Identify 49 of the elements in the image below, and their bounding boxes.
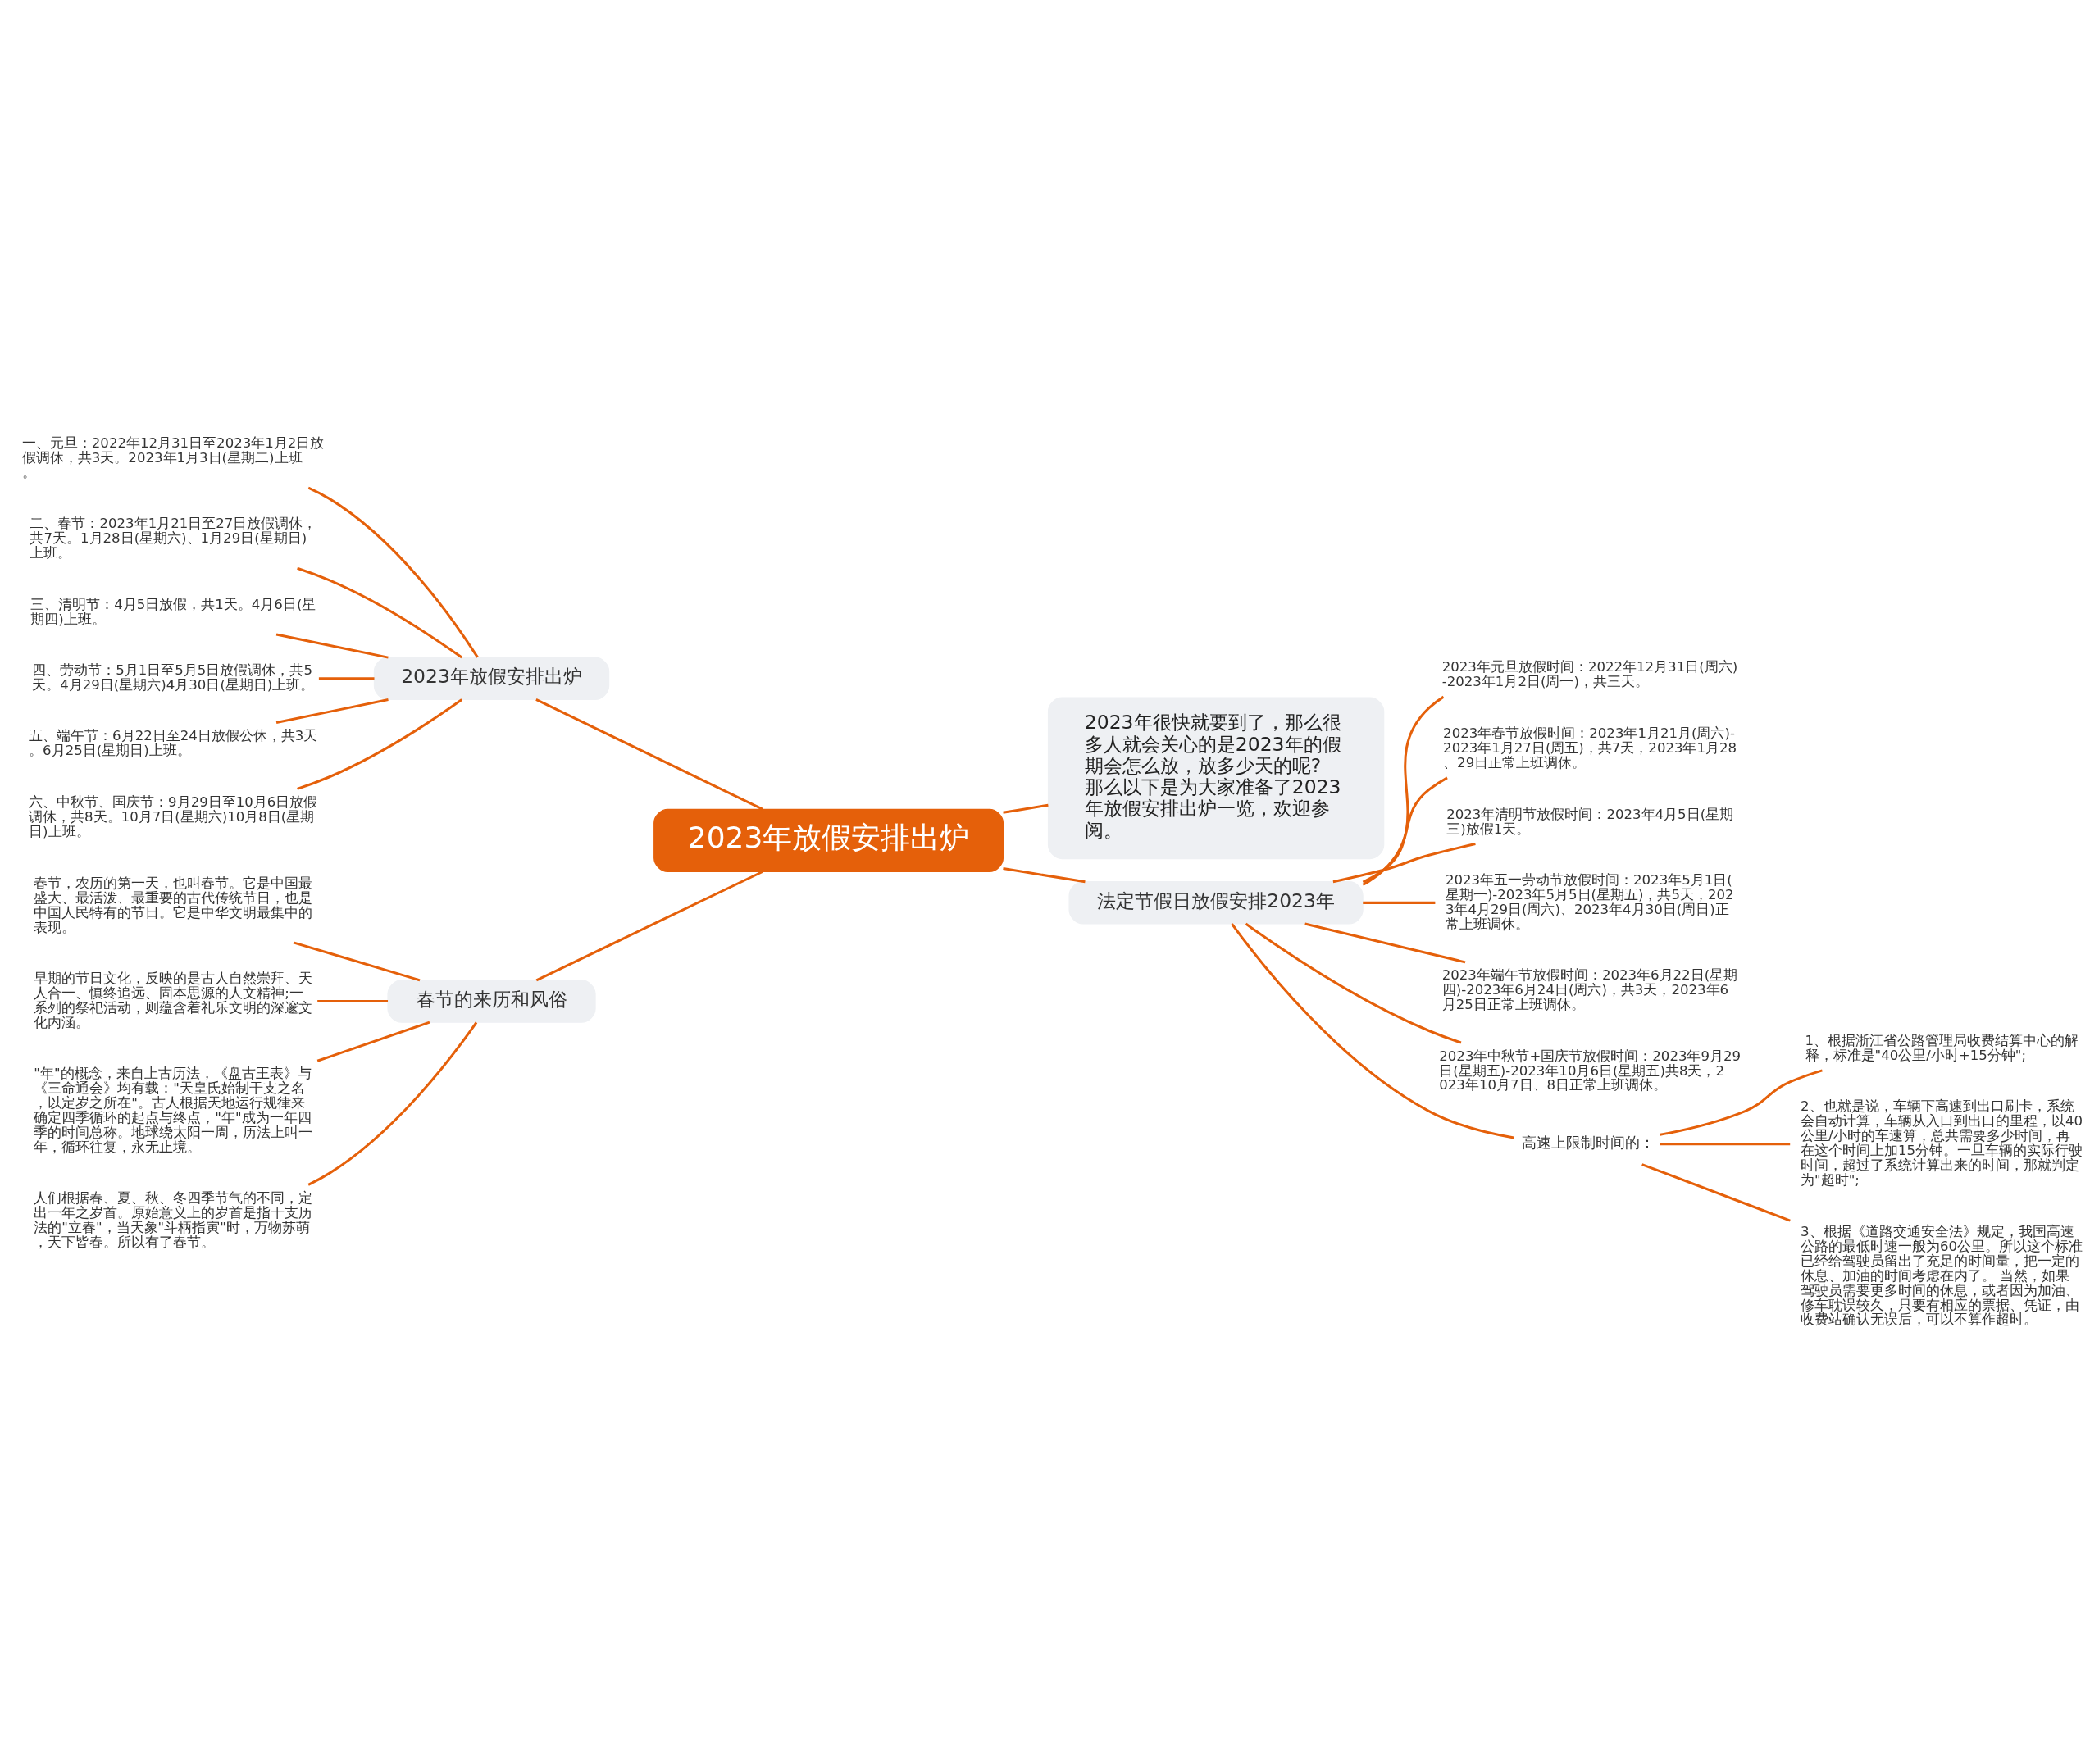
connector: [1003, 866, 1086, 883]
connector: [318, 676, 375, 680]
node-text: 2023年春节放假时间：2023年1月21月(周六)-2023年1月27日(周五)，共7天，2023年1月28、29日正常上班调休。: [1443, 725, 1737, 771]
connector: [1363, 901, 1436, 904]
node-box: 2023年很快就要到了，那么很多人就会关心的是2023年的假期会怎么放，放多少天的呢?那么以下是为大家准备了2023年放假安排出炉一览，欢迎参阅。: [1047, 697, 1385, 859]
node-text: 二、春节：2023年1月21日至27日放假调休，共7天。1月28日(星期六)、1月29日(星期日)上班。: [30, 515, 317, 561]
node-text: 早期的节日文化，反映的是古人自然崇拜、天人合一、慎终追远、固本思源的人文精神;一系列的祭祀活动，则蕴含着礼乐文明的深邃文化内涵。: [34, 970, 313, 1030]
connector: [307, 1021, 478, 1186]
connector: [1231, 922, 1514, 1139]
connector: [1304, 922, 1466, 963]
node-text: 人们根据春、夏、秋、冬四季节气的不同，定出一年之岁首。原始意义上的岁首是指干支历法的"立春"，当天象"斗柄指寅"时，万物苏萌，天下皆春。所以有了春节。: [34, 1189, 313, 1250]
connector: [316, 1021, 430, 1062]
node-text: 一、元旦：2022年12月31日至2023年1月2日放假调休，共3天。2023年1月3日(星期二)上班。: [21, 434, 325, 480]
connector: [297, 566, 463, 658]
node-box: 春节的来历和风俗: [387, 979, 596, 1023]
node-text: 1、根据浙江省公路管理局收费结算中心的解释，标准是"40公里/小时+15分钟";: [1805, 1032, 2079, 1063]
connector: [1362, 776, 1448, 884]
node-box: 2023年放假安排出炉: [373, 657, 610, 700]
connector: [297, 698, 463, 790]
node-text: 高速上限制时间的：: [1522, 1133, 1655, 1151]
node-text: 2023年端午节放假时间：2023年6月22日(星期四)-2023年6月24日(周六)，共3天，2023年6月25日正常上班调休。: [1441, 966, 1738, 1012]
node-text: 六、中秋节、国庆节：9月29日至10月6日放假调休，共8天。10月7日(星期六)10月8日(星期日)上班。: [29, 793, 318, 839]
connector: [293, 940, 421, 981]
node-text: 2023年清明节放假时间：2023年4月5日(星期三)放假1天。: [1446, 806, 1734, 837]
node-text: 五、端午节：6月22日至24日放假公休，共3天。6月25日(星期日)上班。: [29, 727, 318, 758]
node-text: 春节，农历的第一天，也叫春节。它是中国最盛大、最活泼、最重要的古代传统节日，也是中国人民特有的节日。它是中华文明最集中的表现。: [34, 875, 313, 935]
connector: [317, 999, 389, 1002]
connector: [1660, 1142, 1791, 1145]
connector: [275, 698, 389, 724]
connector: [535, 870, 763, 981]
node-text: 四、劳动节：5月1日至5月5日放假调休，共5天。4月29日(星期六)4月30日(星期日)上班。: [32, 662, 315, 693]
node-text: 3、根据《道路交通安全法》规定，我国高速公路的最低时速一般为60公里。所以这个标准已经给驾驶员留出了充足的时间量，把一定的休息、加油的时间考虑在内了。 当然，如果驾驶员需要更多时间的休息，或者因为加油、修车耽误较久，只要有相应的票据、凭证，由收费站确认无误后，可以不算作超时。: [1801, 1223, 2083, 1327]
connector: [1332, 842, 1476, 883]
node-text: "年"的概念，来自上古历法，《盘古王表》与《三命通会》均有载："天皇氏始制干支之名，以定岁之所在"。古人根据天地运行规律来确定四季循环的起点与终点，"年"成为一年四季的时间总称。地球绕太阳一周，历法上叫一年，循环往复，永无止境。: [34, 1065, 313, 1155]
node-text: 2023年五一劳动节放假时间：2023年5月1日(星期一)-2023年5月5日(星期五)，共5天，2023年4月29日(周六)、2023年4月30日(周日)正常上班调休。: [1445, 871, 1734, 932]
connector: [1641, 1162, 1791, 1221]
connector: [535, 698, 764, 811]
connector: [275, 633, 389, 659]
connector: [1245, 922, 1462, 1043]
connector: [1003, 803, 1049, 814]
node-box: 2023年放假安排出炉: [653, 808, 1004, 872]
node-text: 2、也就是说，车辆下高速到出口刷卡，系统会自动计算，车辆从入口到出口的里程，以40公里/小时的车速算，总共需要多少时间，再在这个时间上加15分钟。一旦车辆的实际行驶时间，超过了系统计算出来的时间，那就判定为"超时";: [1801, 1098, 2083, 1188]
connector: [1362, 695, 1445, 886]
node-text: 2023年元旦放假时间：2022年12月31日(周六)-2023年1月2日(周一)，共三天。: [1441, 658, 1738, 689]
connector: [307, 486, 479, 658]
node-text: 2023年中秋节+国庆节放假时间：2023年9月29日(星期五)-2023年10月6日(星期五)共8天，2023年10月7日、8日正常上班调休。: [1439, 1048, 1742, 1093]
node-box: 法定节假日放假安排2023年: [1068, 880, 1364, 925]
node-text: 三、清明节：4月5日放假，共1天。4月6日(星期四)上班。: [30, 596, 316, 627]
connector: [1660, 1068, 1823, 1136]
